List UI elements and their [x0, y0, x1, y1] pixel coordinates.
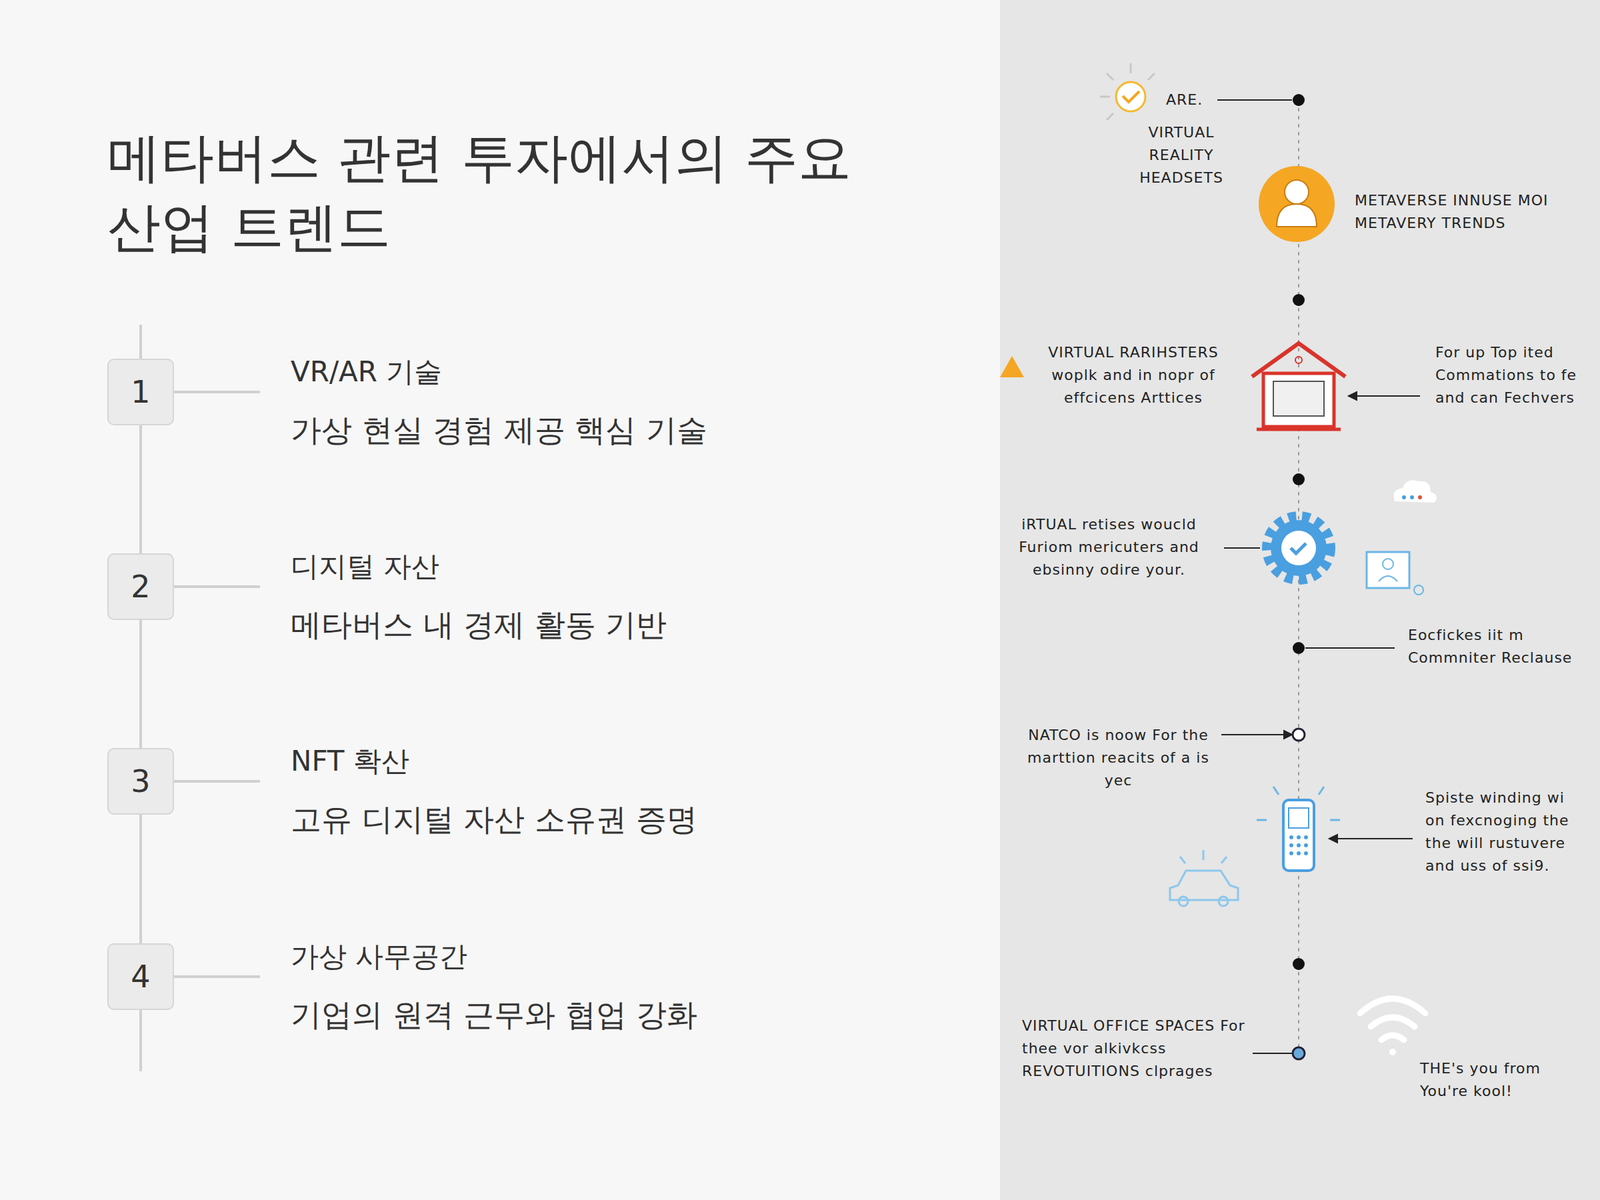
handwritten-note: VIRTUAL REALITY HEADSETS — [1114, 121, 1248, 190]
handwritten-note: Eocfickes iit m Commniter Reclause — [1408, 624, 1588, 670]
step-number-box: 1 — [107, 358, 174, 426]
handwritten-note: iRTUAL retises woucld Furiom mericuters … — [1004, 513, 1214, 582]
step-number: 1 — [130, 374, 150, 410]
sun-icon — [1100, 63, 1155, 120]
ring-dot — [1292, 728, 1305, 741]
step-number-box: 2 — [107, 553, 174, 620]
handwritten-note: NATCO is noow For the marttion reacits o… — [1020, 724, 1217, 792]
step-number: 2 — [130, 568, 150, 605]
step-description: 고유 디지털 자산 소유권 증명 — [290, 801, 891, 838]
step-heading: 디지털 자산 — [290, 550, 891, 584]
handwritten-note: VIRTUAL OFFICE SPACES For thee vor alkiv… — [1022, 1014, 1249, 1083]
handwritten-note: For up Top ited Commations to fe and can… — [1435, 341, 1593, 410]
timeline-connector — [140, 425, 142, 554]
ring-dot — [1292, 1047, 1305, 1060]
person-icon — [1258, 166, 1335, 242]
step-number: 4 — [130, 958, 150, 995]
phone-icon — [1256, 786, 1340, 871]
right-panel — [1000, 0, 1600, 1200]
handwritten-note: METAVERSE INNUSE MOI METAVERY TRENDS — [1354, 189, 1585, 235]
step-number: 3 — [130, 763, 150, 800]
cloud-icon — [1394, 480, 1437, 503]
step-number-box: 4 — [107, 943, 174, 1010]
step-description: 메타버스 내 경제 활동 기반 — [290, 606, 891, 644]
warning-icon — [1000, 356, 1024, 378]
house-icon — [1252, 343, 1346, 430]
handwritten-note: VIRTUAL RARIHSTERS woplk and in nopr of … — [1026, 341, 1240, 410]
timeline-connector — [140, 620, 142, 748]
handwritten-note: Spiste winding wi on fexcnoging the the … — [1425, 786, 1589, 878]
handwritten-note: THE's you from You're kool! — [1420, 1057, 1574, 1103]
leader-lines — [1217, 100, 1420, 1054]
step-heading: VR/AR 기술 — [290, 355, 891, 389]
step-description: 기업의 원격 근무와 협업 강화 — [290, 996, 891, 1034]
monitor-icon — [1366, 552, 1424, 595]
step-number-box: 3 — [107, 748, 174, 815]
gear-icon — [1266, 516, 1331, 580]
timeline-connector — [140, 814, 142, 944]
handwritten-note: ARE. — [1166, 88, 1213, 112]
step-heading: NFT 확산 — [290, 744, 891, 778]
slide-title: 메타버스 관련 투자에서의 주요 산업 트렌드 — [107, 123, 894, 262]
wifi-icon — [1360, 998, 1426, 1056]
car-icon — [1170, 850, 1238, 906]
step-heading: 가상 사무공간 — [290, 940, 891, 974]
step-description: 가상 현실 경험 제공 핵심 기술 — [290, 412, 891, 449]
